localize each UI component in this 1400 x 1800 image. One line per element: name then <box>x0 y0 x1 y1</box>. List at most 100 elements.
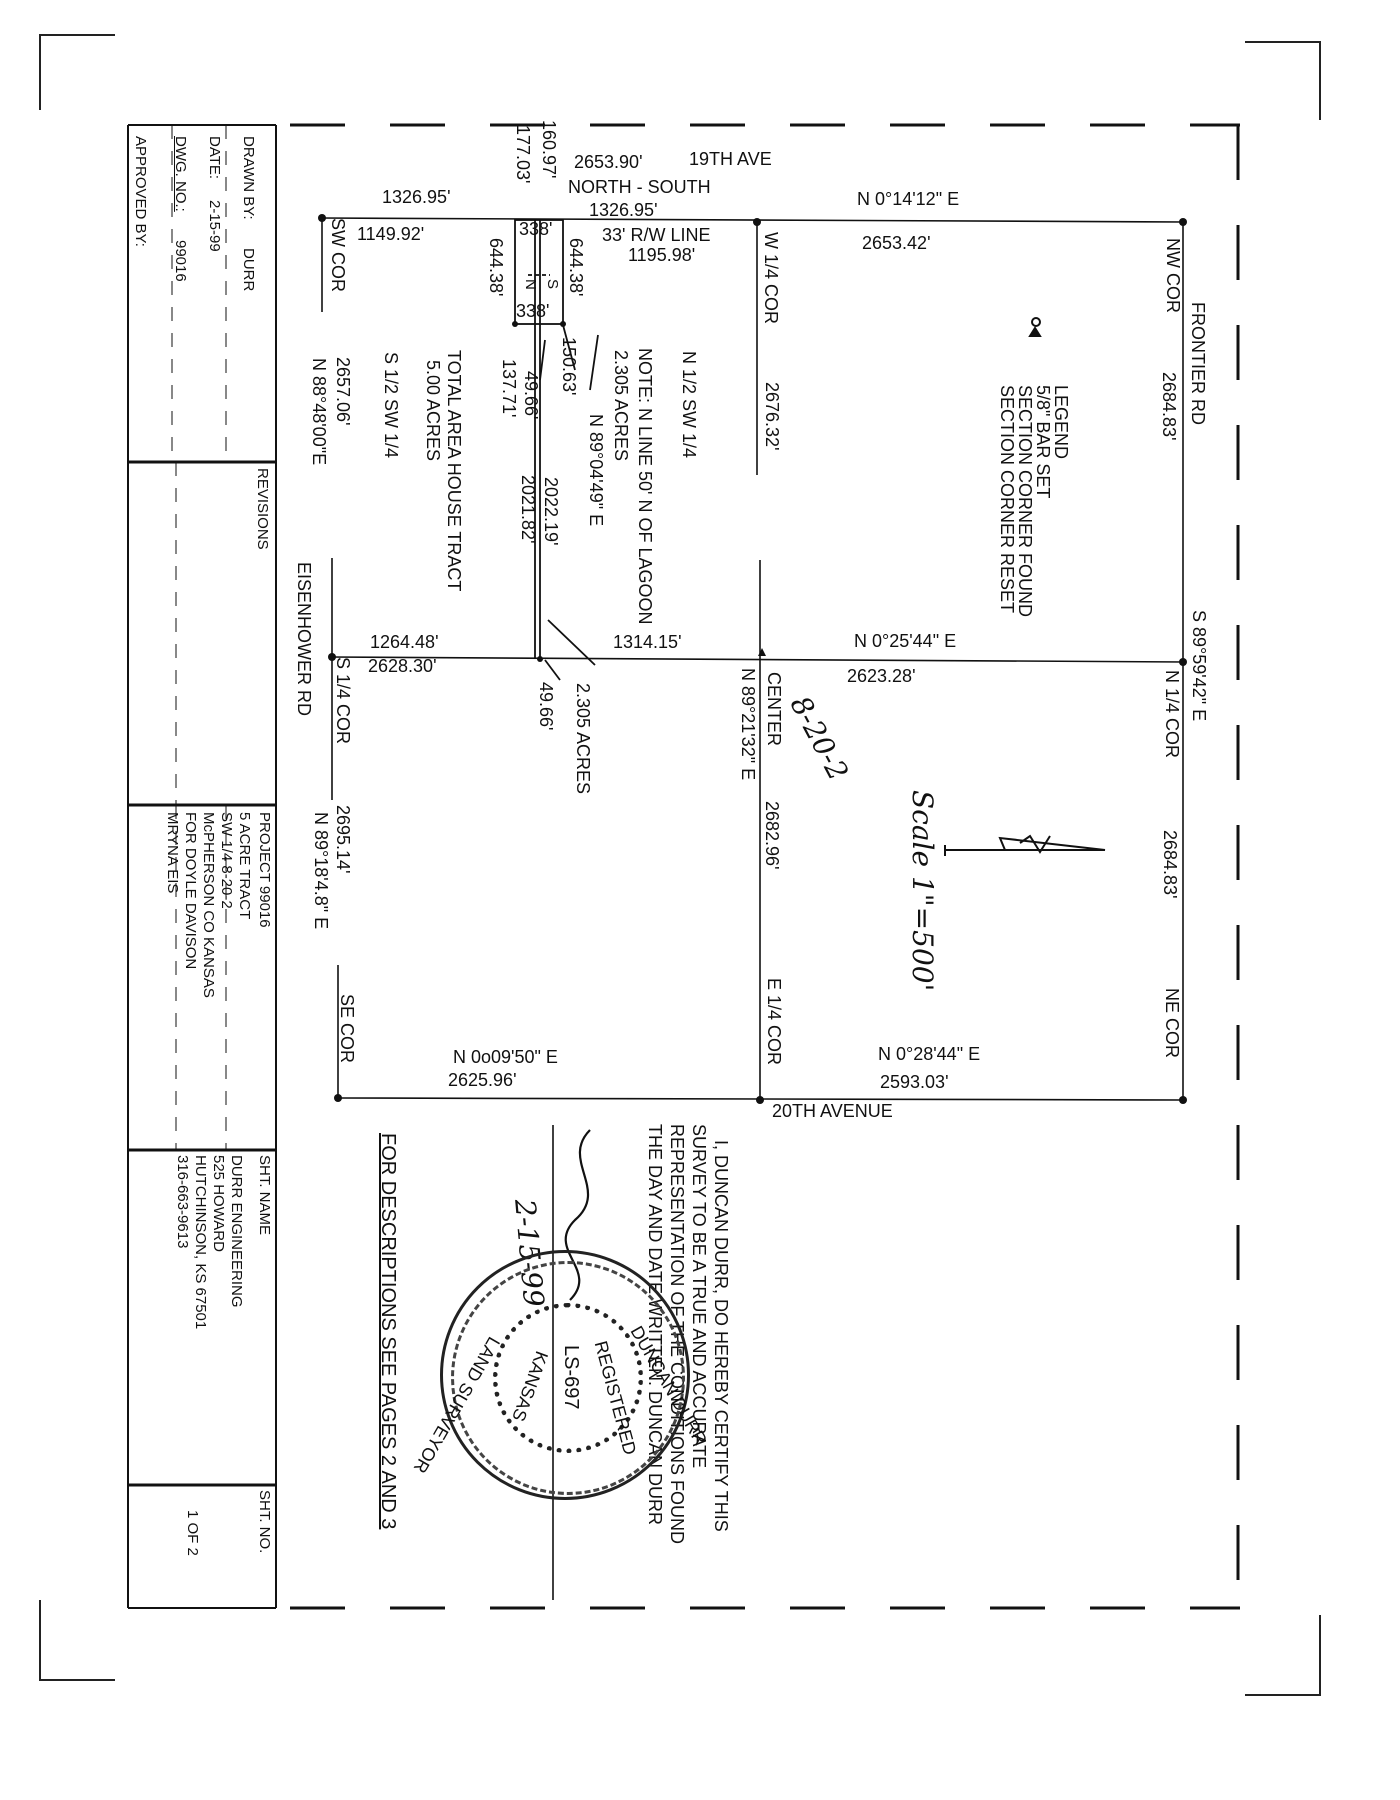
approved-by-label: APPROVED BY: <box>132 136 149 247</box>
label-s: S <box>544 279 561 290</box>
corner-center: CENTER <box>764 672 784 747</box>
dim-2653-90: 2653.90' <box>574 152 643 172</box>
drawn-by-value: DURR <box>240 248 257 292</box>
sheet-corner-marks <box>39 34 1321 1696</box>
dim-2623-28: 2623.28' <box>847 666 916 686</box>
dim-2625-96: 2625.96' <box>448 1070 517 1090</box>
north-arrow-icon <box>944 834 1106 856</box>
corner-s-quarter: S 1/4 COR <box>333 657 353 745</box>
dim-49-66-north: 49.66' <box>521 371 541 420</box>
legend-title: LEGEND <box>1051 385 1071 460</box>
dim-2682-96: 2682.96' <box>762 801 782 870</box>
sheet-name-line-3: HUTCHINSON, KS 67501 <box>192 1155 209 1330</box>
dim-160-97: 160.97' <box>539 120 559 179</box>
dim-644-38-east: 644.38' <box>566 238 586 297</box>
dim-2628-30: 2628.30' <box>368 656 437 676</box>
road-19th-ave: 19TH AVE <box>689 149 772 169</box>
corner-sw: SW COR <box>328 218 348 292</box>
house-tract <box>514 219 599 681</box>
date-label: DATE: <box>206 136 223 180</box>
drawn-by-label: DRAWN BY: <box>240 136 257 220</box>
handwritten-scale: Scale 1"=500' <box>906 790 939 992</box>
certification-line-1: I, DUNCAN DURR, DO HEREBY CERTIFY THIS <box>711 1140 731 1532</box>
corner-nw: NW COR <box>1163 238 1183 313</box>
bearing-n-89-04-49: N 89°04'49" E <box>586 414 606 527</box>
bearing-s-89-59-42: S 89°59'42" E <box>1189 610 1209 722</box>
seal-rope-border <box>451 1261 685 1495</box>
dim-1326-95-east: 1326.95' <box>589 200 658 220</box>
dim-644-38-west: 644.38' <box>486 238 506 297</box>
sheet-no-value: 1 OF 2 <box>184 1510 201 1556</box>
bearing-n-89-18-4-8: N 89°18'4.8" E <box>311 812 331 930</box>
dim-177-03: 177.03' <box>513 125 533 184</box>
label-north-south: NORTH - SOUTH <box>568 177 711 197</box>
corner-e-quarter: E 1/4 COR <box>764 978 784 1066</box>
bearing-n-0-28-44: N 0°28'44" E <box>878 1044 981 1064</box>
corner-se: SE COR <box>337 994 357 1064</box>
project-line-1: PROJECT 99016 <box>256 812 273 928</box>
dwg-no-value: 99016 <box>172 240 189 282</box>
dim-150-63: 150.63' <box>559 337 579 396</box>
project-line-3: SW 1/4 8-20-2 <box>218 812 235 909</box>
label-n: N <box>522 279 539 290</box>
dim-1195-98: 1195.98' <box>628 245 696 265</box>
corner-markers <box>318 214 1187 1104</box>
dim-2684-83-north: 2684.83' <box>1159 372 1179 441</box>
project-line-5: FOR DOYLE DAVISON <box>182 812 199 970</box>
revisions-label: REVISIONS <box>254 468 271 550</box>
title-block-frame <box>127 124 277 1609</box>
bearing-n-89-21-32: N 89°21'32" E <box>738 668 758 781</box>
bearing-n-0-25-44: N 0°25'44" E <box>854 631 957 651</box>
label-n-half-sw: N 1/2 SW 1/4 <box>679 351 699 459</box>
seal-inner-ring <box>493 1303 643 1453</box>
acres-north-tract: 2.305 ACRES <box>611 350 631 462</box>
dim-2653-42: 2653.42' <box>862 233 931 253</box>
dim-1314-15: 1314.15' <box>613 632 682 652</box>
dim-1326-95-west: 1326.95' <box>382 187 451 207</box>
surveyor-seal: DUNCAN DURR REGISTERED LS-697 KANSAS LAN… <box>410 1250 711 1500</box>
dim-2657-06: 2657.06' <box>333 357 353 426</box>
project-line-4: McPHERSON CO KANSAS <box>200 812 217 998</box>
project-line-2: 5 ACRE TRACT <box>236 812 253 920</box>
dwg-no-label: DWG. NO.: <box>172 136 189 212</box>
plat-border <box>290 123 1240 1610</box>
sheet-name-line-2: 525 HOWARD <box>210 1155 227 1252</box>
total-area-line-2: 5.00 ACRES <box>423 360 443 462</box>
bearing-n-88-48-00: N 88°48'00"E <box>309 358 329 466</box>
sheet-name-label: SHT. NAME <box>256 1155 273 1236</box>
dim-2021-82: 2021.82' <box>518 475 538 544</box>
corner-n-quarter: N 1/4 COR <box>1162 670 1182 759</box>
dim-2695-14: 2695.14' <box>333 805 353 874</box>
sheet-name-line-4: 316-663-9613 <box>174 1155 191 1249</box>
road-20th-avenue: 20TH AVENUE <box>772 1101 893 1121</box>
dim-49-66-south: 49.66' <box>536 682 556 731</box>
descriptions-note: FOR DESCRIPTIONS SEE PAGES 2 AND 3 <box>377 1133 399 1530</box>
dim-1149-92: 1149.92' <box>357 224 425 244</box>
acres-south-tract: 2.305 ACRES <box>573 683 593 795</box>
note-lagoon: NOTE: N LINE 50' N OF LAGOON <box>635 348 655 625</box>
legend-item-corner-found: SECTION CORNER FOUND <box>1015 385 1035 618</box>
dim-137-71: 137.71' <box>499 359 519 418</box>
corner-ne: NE COR <box>1162 988 1182 1059</box>
dim-2676-32: 2676.32' <box>762 382 782 451</box>
date-value: 2-15-99 <box>206 200 223 252</box>
bearing-n-0-09-50: N 0o09'50" E <box>453 1047 558 1067</box>
total-area-line-1: TOTAL AREA HOUSE TRACT <box>444 350 464 592</box>
dim-2593-03: 2593.03' <box>880 1072 949 1092</box>
dim-1264-48: 1264.48' <box>370 632 439 652</box>
dim-338-south: 338' <box>516 301 550 321</box>
sheet-no-label: SHT. NO. <box>256 1490 273 1554</box>
legend-symbols <box>1028 317 1042 337</box>
dim-2684-83-south: 2684.83' <box>1160 830 1180 899</box>
project-line-6: MRYNA EIS <box>164 812 181 894</box>
sheet-name-line-1: DURR ENGINEERING <box>228 1155 245 1308</box>
label-rw-line: 33' R/W LINE <box>602 225 711 245</box>
bearing-n-0-14-12: N 0°14'12" E <box>857 189 960 209</box>
corner-w-quarter: W 1/4 COR <box>761 232 781 325</box>
seal-number: LS-697 <box>560 1345 582 1410</box>
dim-2022-19: 2022.19' <box>541 477 561 546</box>
dim-338-north: 338' <box>519 219 553 239</box>
road-eisenhower-rd: EISENHOWER RD <box>294 562 314 717</box>
road-frontier-rd: FRONTIER RD <box>1188 302 1208 425</box>
